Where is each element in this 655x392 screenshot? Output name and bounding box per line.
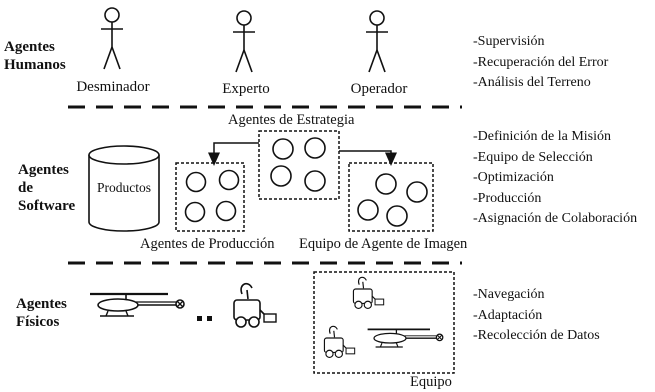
image-agent-team-label: Equipo de Agente de Imagen [299,236,468,252]
expert-label: Experto [222,81,270,97]
physical-responsibilities: -Navegación -Adaptación -Recolección de … [473,285,600,347]
physical-agents-title: Agentes Físicos [16,296,67,330]
responsibility-item: -Asignación de Colaboración [473,211,638,226]
responsibility-item: -Recolección de Datos [473,328,600,343]
team-label: Equipo [410,374,452,390]
physical-team-box [313,271,455,374]
products-database-icon [88,145,160,232]
expert-actor-icon [232,10,256,73]
responsibility-item: -Supervisión [473,34,545,49]
production-agents-box [175,162,245,232]
strategy-to-production-arrow [208,142,259,166]
helicopter-icon [88,292,186,318]
responsibility-item: -Optimización [473,170,554,185]
responsibility-item: -Navegación [473,287,545,302]
products-label: Productos [97,180,151,195]
human-responsibilities: -Supervisión -Recuperación del Error -An… [473,32,608,94]
production-agents-label: Agentes de Producción [140,236,275,252]
operator-label: Operador [350,81,408,97]
deminer-label: Desminador [76,79,150,95]
deminer-actor-icon [100,7,124,70]
ellipsis-dots [197,316,212,321]
image-agent-team-box [348,162,434,232]
human-agents-title: Agentes Humanos [4,39,66,73]
responsibility-item: -Equipo de Selección [473,149,593,165]
operator-actor-icon [365,10,389,73]
responsibility-item: -Análisis del Terreno [473,75,591,90]
software-responsibilities: -Definición de la Misión -Equipo de Sele… [473,127,637,230]
strategy-to-image-team-arrow [339,150,397,166]
strategy-agents-label: Agentes de Estrategia [228,112,355,128]
responsibility-item: -Adaptación [473,307,543,323]
software-agents-title: Agentes de Software [18,162,76,214]
ground-robot-icon [233,282,277,328]
responsibility-item: -Producción [473,190,542,206]
responsibility-item: -Recuperación del Error [473,54,609,70]
strategy-agents-box [258,130,340,200]
responsibility-item: -Definición de la Misión [473,129,612,144]
